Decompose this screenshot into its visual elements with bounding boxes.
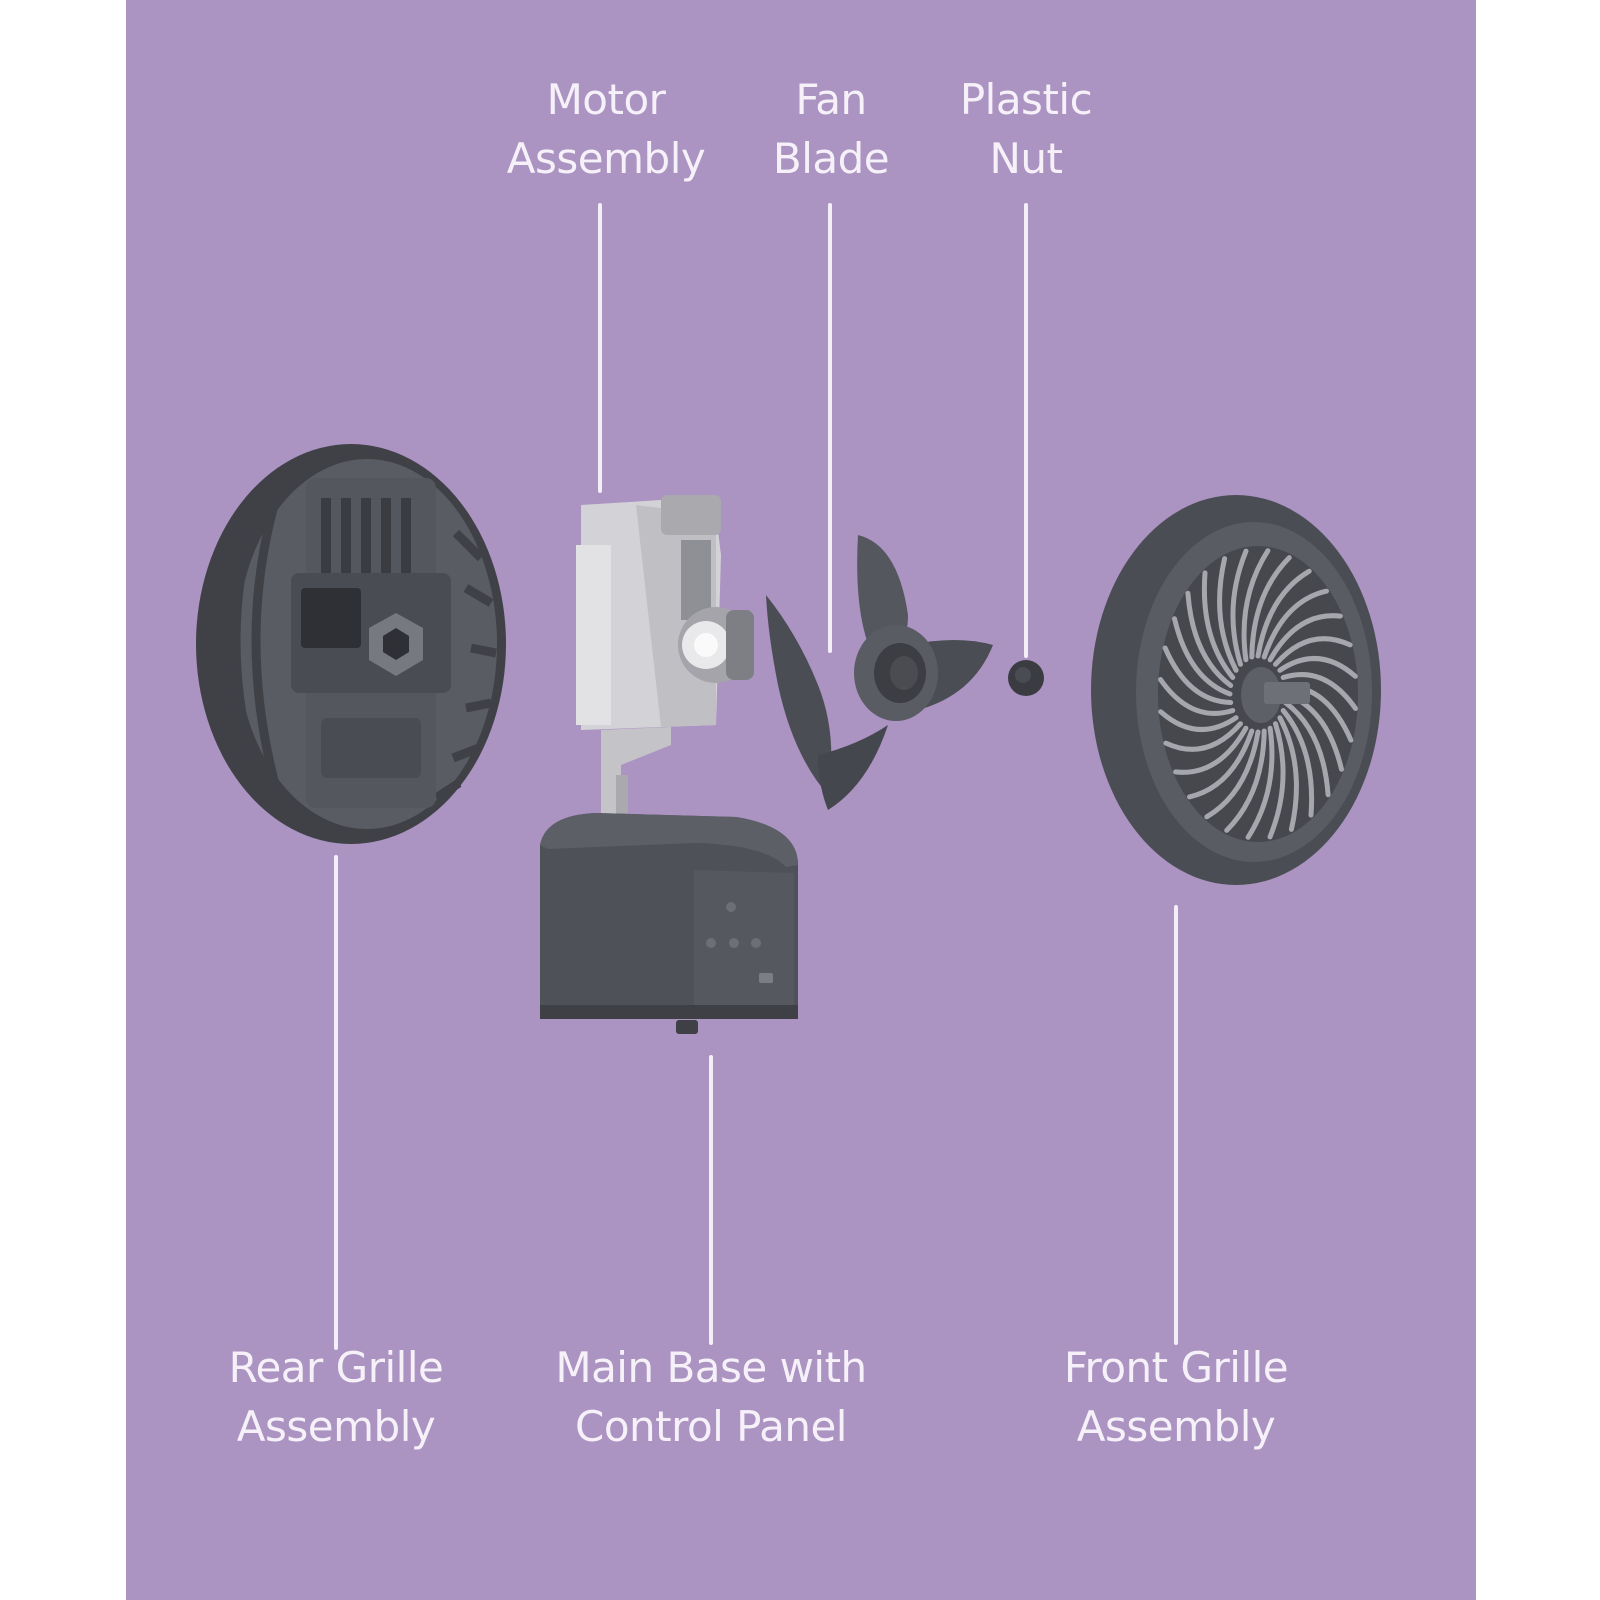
grille-vane (1204, 729, 1261, 820)
grille-vane (1173, 725, 1249, 775)
grille-vane (1158, 709, 1239, 732)
grille-vane (1267, 613, 1343, 663)
grille-vane (1273, 636, 1353, 667)
grille-vane (1201, 570, 1236, 680)
grille-vane (1267, 721, 1286, 840)
grille-vane (1185, 590, 1234, 688)
grille-vane (1277, 656, 1358, 679)
leader-plastic-nut (1024, 203, 1028, 658)
plastic-nut-illustration (1008, 660, 1044, 696)
leader-fan-blade (828, 203, 832, 653)
main-base-illustration (540, 813, 798, 1034)
grille-vane (1163, 721, 1243, 752)
grille-vane (1172, 616, 1233, 697)
leader-front-grille (1174, 905, 1178, 1345)
grille-vane (1280, 672, 1358, 711)
grille-vane (1230, 548, 1249, 667)
front-grille-illustration (1091, 495, 1381, 885)
leader-main-base (709, 1055, 713, 1345)
grille-vane (1158, 677, 1236, 716)
rear-grille-illustration (196, 444, 506, 844)
grille-vane (1187, 728, 1255, 800)
leader-rear-grille (334, 855, 338, 1350)
grille-vane (1241, 548, 1271, 663)
fan-blade-illustration (766, 535, 993, 810)
grille-vane (1162, 645, 1234, 705)
grille-vane (1261, 588, 1329, 660)
grille-vane (1282, 700, 1331, 798)
grille-vane (1277, 715, 1299, 832)
grille-vane (1280, 708, 1315, 818)
grille-vane (1224, 728, 1267, 833)
leader-motor (598, 203, 602, 493)
grille-vane (1255, 568, 1312, 659)
grille-vane (1249, 555, 1292, 660)
grille-vane (1245, 725, 1275, 840)
grille-vane (1217, 556, 1239, 673)
motor-assembly-illustration (576, 495, 754, 820)
